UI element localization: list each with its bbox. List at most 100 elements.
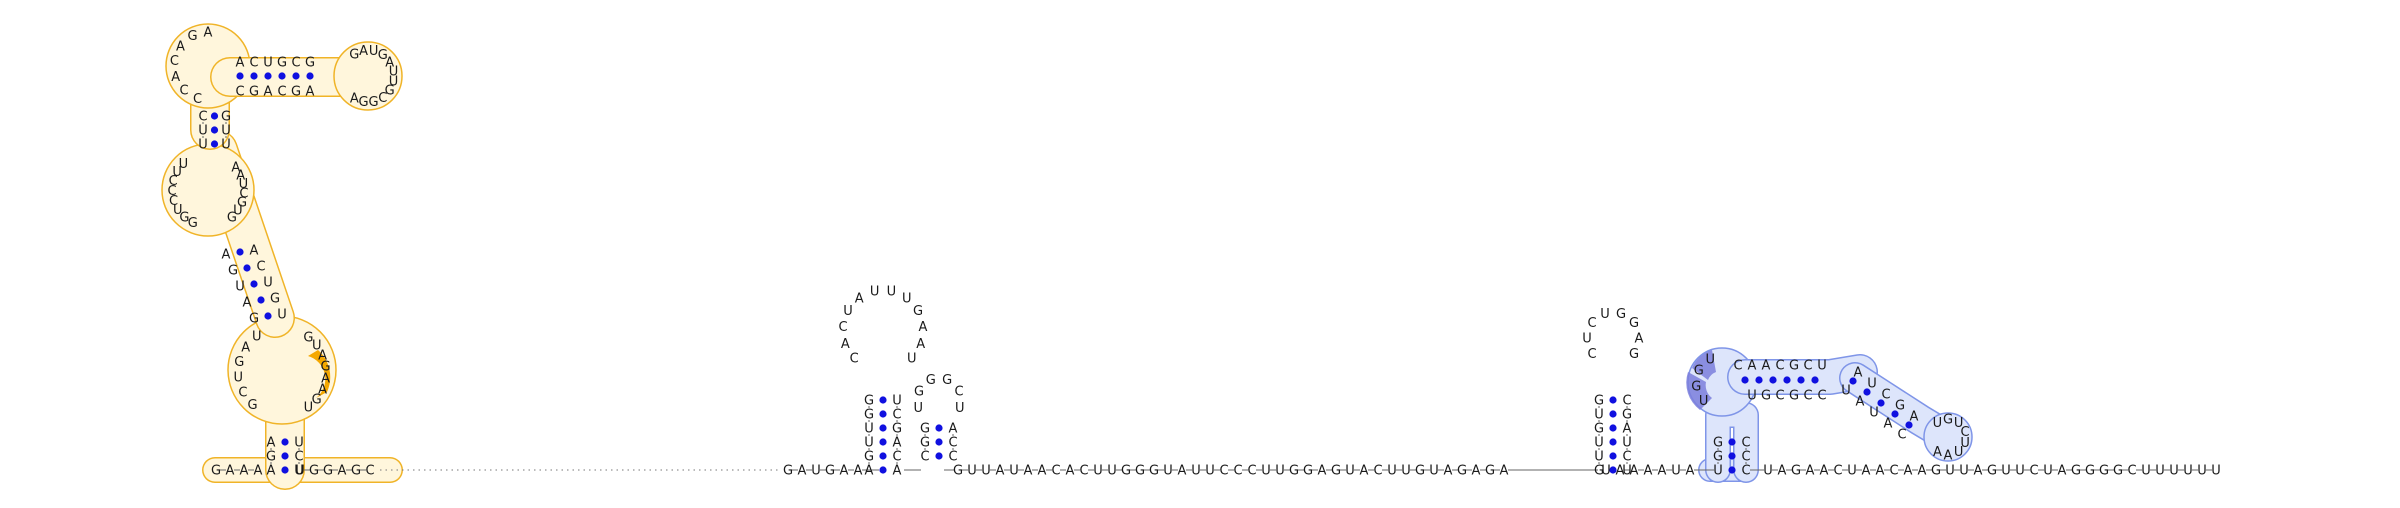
h2-loop-nt: A xyxy=(918,320,927,335)
base-pair-dot xyxy=(879,424,887,432)
h1-top-loop-nt: G xyxy=(385,84,395,99)
h5-arm-3p-nt: A xyxy=(1884,417,1893,432)
h2-stem-3p-nt: C xyxy=(892,408,901,423)
baseline-nt: U xyxy=(1205,464,1215,479)
h1-helix-5p-nt: A xyxy=(243,296,252,311)
base-pair-dot xyxy=(1769,376,1777,384)
h2-stem-5p-nt: G xyxy=(864,450,874,465)
baseline-nt: A xyxy=(854,464,863,479)
base-pair-dot xyxy=(210,140,219,148)
h5-arm-3p-nt: A xyxy=(1856,395,1865,410)
h1-top-3p-nt: A xyxy=(306,85,315,100)
baseline-nt: U xyxy=(967,464,977,479)
base-pair-dot xyxy=(1728,452,1736,460)
baseline-nt: A xyxy=(1500,464,1509,479)
baseline-nt: G xyxy=(2085,464,2095,479)
base-pair-dot xyxy=(281,466,289,474)
h1-stem2-3p-nt: U xyxy=(221,138,231,153)
h4-stem-5p-nt: U xyxy=(1594,450,1604,465)
h1-multi-nt: A xyxy=(204,26,213,41)
h4-stem-3p-nt: A xyxy=(1623,422,1632,437)
h4-stem-3p-nt: G xyxy=(1622,408,1632,423)
h1-bulge-nt: U xyxy=(173,203,183,218)
h5-bulge-nt: G xyxy=(1691,380,1701,395)
h5-stem-5p-nt: U xyxy=(1713,464,1723,479)
base-pair-dot xyxy=(306,72,314,80)
h3-loop-nt: G xyxy=(926,373,936,388)
h2-loop-nt: G xyxy=(913,304,923,319)
h1-top-loop-nt: G xyxy=(359,95,369,110)
baseline-nt: C xyxy=(1051,464,1060,479)
h2-stem-3p-nt: G xyxy=(892,422,902,437)
baseline-nt: G xyxy=(309,464,319,479)
base-pair-dot xyxy=(281,452,289,460)
base-pair-dot xyxy=(935,452,943,460)
h2-stem-5p-nt: A xyxy=(865,464,874,479)
h5-arm-5p-nt: U xyxy=(1867,377,1877,392)
h1-interior-nt: G xyxy=(247,398,257,413)
baseline-nt: A xyxy=(1038,464,1047,479)
h1-top-5p-nt: A xyxy=(236,56,245,71)
baseline-nt: G xyxy=(1415,464,1425,479)
baseline-nt: C xyxy=(365,464,374,479)
h1-top-5p-nt: C xyxy=(291,56,300,71)
h1-interior-nt: U xyxy=(234,371,244,386)
h1-helix-3p-nt: G xyxy=(270,292,280,307)
base-pair-dot xyxy=(1783,376,1791,384)
h1-helix-3p-nt: U xyxy=(277,308,287,323)
baseline-nt: U xyxy=(2001,464,2011,479)
baseline-nt: U xyxy=(2183,464,2193,479)
h1-bulge-nt: C xyxy=(169,174,178,189)
baseline-nt: U xyxy=(1671,464,1681,479)
baseline-nt: C xyxy=(1889,464,1898,479)
baseline-nt: G xyxy=(2099,464,2109,479)
baseline-nt: G xyxy=(953,464,963,479)
h1-bulge-nt: C xyxy=(169,194,178,209)
baseline-nt: U xyxy=(2169,464,2179,479)
h1-top-loop-nt: C xyxy=(378,91,387,106)
h4-stem-3p-nt: C xyxy=(1622,394,1631,409)
base-pair-dot xyxy=(264,312,272,320)
baseline-nt: A xyxy=(1862,464,1871,479)
baseline-nt: A xyxy=(1066,464,1075,479)
h1-interior-nt: C xyxy=(238,386,247,401)
base-pair-dot xyxy=(210,112,219,120)
base-pair-dot xyxy=(879,396,887,404)
base-pair-dot xyxy=(1609,466,1617,474)
baseline-nt: A xyxy=(1658,464,1667,479)
h1-interior-nt: U xyxy=(312,338,322,353)
h1-multi-nt: C xyxy=(193,92,202,107)
base-pair-dot xyxy=(1609,396,1617,404)
baseline-nt: G xyxy=(1303,464,1313,479)
baseline-nt: A xyxy=(1974,464,1983,479)
h1-interior-nt: A xyxy=(241,341,250,356)
base-pair-dot xyxy=(243,264,251,272)
h1-top-loop-nt: A xyxy=(385,55,394,70)
h5-end-loop-nt: A xyxy=(1944,449,1953,464)
h2-stem-5p-nt: U xyxy=(864,436,874,451)
base-pair-layer xyxy=(210,72,1913,474)
baseline-nt: U xyxy=(295,464,305,479)
h3-stem-3p-nt: C xyxy=(948,450,957,465)
h2-stem-5p-nt: G xyxy=(864,408,874,423)
baseline-nt: A xyxy=(1444,464,1453,479)
baseline-nt: U xyxy=(1009,464,1019,479)
h5-end-loop-nt: G xyxy=(1943,413,1953,428)
baseline-nt: U xyxy=(1107,464,1117,479)
h2-stem-5p-nt: U xyxy=(864,422,874,437)
h2-loop-nt: C xyxy=(850,351,859,366)
h5-end-loop-nt: U xyxy=(1954,416,1964,431)
h1-interior-nt: G xyxy=(321,360,331,375)
base-pair-dot xyxy=(250,280,258,288)
h1-bulge-nt: U xyxy=(172,165,182,180)
base-pair-dot xyxy=(250,72,258,80)
h2-loop-nt: A xyxy=(841,337,850,352)
base-pair-dot xyxy=(1728,466,1736,474)
h5-top-3p-nt: C xyxy=(1775,389,1784,404)
h5-top-5p-nt: C xyxy=(1775,359,1784,374)
region-2-end-loop xyxy=(1923,412,1973,462)
h5-stem-3p-nt: C xyxy=(1741,450,1750,465)
h1-bulge-nt: U xyxy=(233,204,243,219)
h3-stem-3p-nt: A xyxy=(949,422,958,437)
h1-bulge-nt: G xyxy=(179,211,189,226)
